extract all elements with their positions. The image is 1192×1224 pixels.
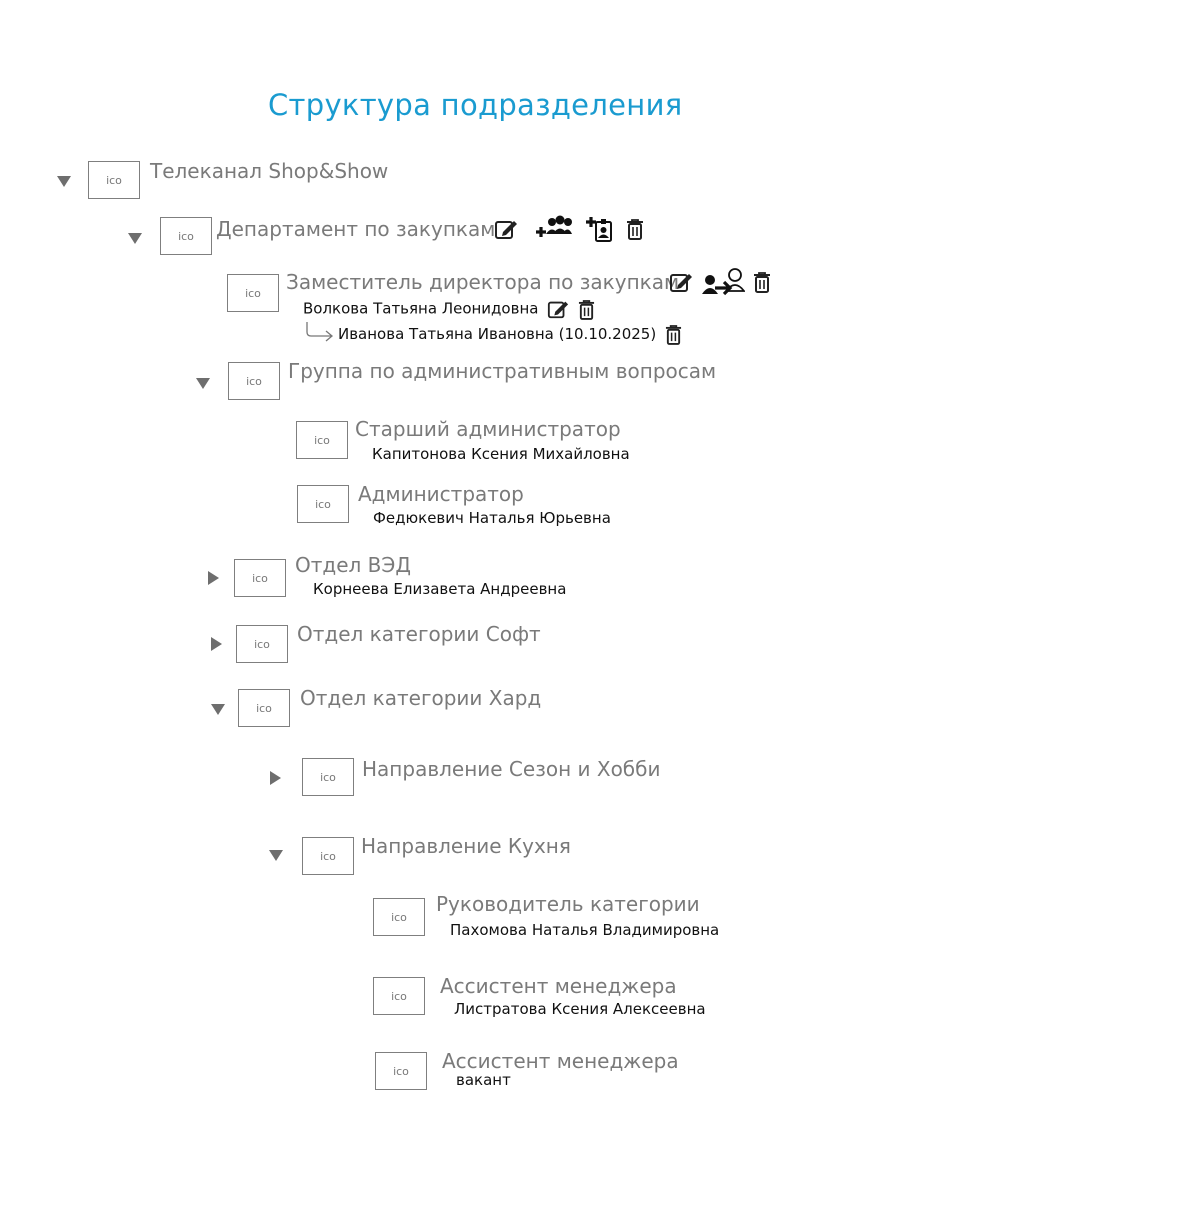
person-name[interactable]: Пахомова Наталья Владимировна <box>450 921 720 939</box>
node-label[interactable]: Телеканал Shop&Show <box>150 159 389 183</box>
node-icon: ico <box>375 1052 427 1090</box>
node-icon: ico <box>160 217 212 255</box>
person-name[interactable]: Корнеева Елизавета Андреевна <box>313 580 567 598</box>
triangle-down-icon[interactable] <box>57 176 71 187</box>
node-icon: ico <box>88 161 140 199</box>
department-actions <box>494 214 644 244</box>
person-row: Волкова Татьяна Леонидовна <box>303 298 595 320</box>
person-name[interactable]: Федюкевич Наталья Юрьевна <box>373 509 611 527</box>
edit-icon[interactable] <box>669 270 693 294</box>
node-icon: ico <box>227 274 279 312</box>
substitute-row: Иванова Татьяна Ивановна (10.10.2025) <box>338 324 682 345</box>
node-label[interactable]: Ассистент менеджера <box>442 1049 679 1073</box>
edit-icon[interactable] <box>494 217 518 241</box>
page-title: Структура подразделения <box>268 88 683 122</box>
triangle-down-icon[interactable] <box>211 704 225 715</box>
node-icon: ico <box>302 758 354 796</box>
node-label[interactable]: Направление Сезон и Хобби <box>362 757 661 781</box>
trash-icon[interactable] <box>665 324 682 345</box>
edit-icon[interactable] <box>547 298 569 320</box>
vacancy-status: вакант <box>456 1071 511 1089</box>
triangle-down-icon[interactable] <box>269 850 283 861</box>
node-icon: ico <box>236 625 288 663</box>
node-label[interactable]: Департамент по закупкам <box>216 217 496 241</box>
node-label[interactable]: Администратор <box>358 482 524 506</box>
assign-person-icon[interactable] <box>701 267 745 297</box>
node-icon: ico <box>228 362 280 400</box>
node-icon: ico <box>234 559 286 597</box>
node-label[interactable]: Отдел категории Софт <box>297 622 541 646</box>
node-icon: ico <box>373 898 425 936</box>
substitute-name[interactable]: Иванова Татьяна Ивановна (10.10.2025) <box>338 325 657 343</box>
node-label[interactable]: Старший администратор <box>355 417 621 441</box>
triangle-right-icon[interactable] <box>270 771 281 785</box>
node-label[interactable]: Отдел категории Хард <box>300 686 542 710</box>
substitute-arrow-icon <box>306 322 334 342</box>
node-label[interactable]: Заместитель директора по закупкам <box>286 270 680 294</box>
person-name[interactable]: Волкова Татьяна Леонидовна <box>303 299 539 318</box>
node-label[interactable]: Группа по административным вопросам <box>288 359 717 383</box>
add-position-icon[interactable] <box>584 215 614 243</box>
node-icon: ico <box>297 485 349 523</box>
node-icon: ico <box>373 977 425 1015</box>
trash-icon[interactable] <box>753 271 771 293</box>
trash-icon[interactable] <box>626 218 644 240</box>
node-icon: ico <box>302 837 354 875</box>
add-group-icon[interactable] <box>530 214 572 244</box>
node-icon: ico <box>238 689 290 727</box>
node-icon: ico <box>296 421 348 459</box>
triangle-down-icon[interactable] <box>128 233 142 244</box>
deputy-actions <box>669 267 771 297</box>
node-label[interactable]: Ассистент менеджера <box>440 974 677 998</box>
node-label[interactable]: Направление Кухня <box>361 834 571 858</box>
triangle-right-icon[interactable] <box>211 637 222 651</box>
triangle-right-icon[interactable] <box>208 571 219 585</box>
person-name[interactable]: Капитонова Ксения Михайловна <box>372 445 630 463</box>
triangle-down-icon[interactable] <box>196 378 210 389</box>
node-label[interactable]: Руководитель категории <box>436 892 700 916</box>
person-name[interactable]: Листратова Ксения Алексеевна <box>454 1000 706 1018</box>
trash-icon[interactable] <box>578 299 595 320</box>
node-label[interactable]: Отдел ВЭД <box>295 553 411 577</box>
